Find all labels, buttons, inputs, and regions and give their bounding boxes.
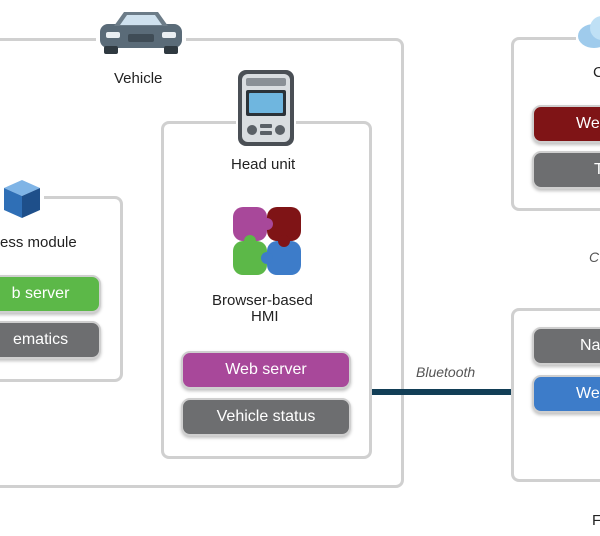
cloud-label: C xyxy=(593,64,600,81)
wireless-module-label: ess module xyxy=(0,234,77,251)
hmi-label-line1: Browser-based xyxy=(212,292,313,309)
module-cube-icon xyxy=(0,176,44,222)
cloud-item1-button[interactable]: We xyxy=(532,105,600,143)
vehicle-status-button[interactable]: Vehicle status xyxy=(181,398,351,436)
car-icon xyxy=(96,6,186,58)
vehicle-label: Vehicle xyxy=(114,70,163,87)
phone-item2-button[interactable]: We xyxy=(532,375,600,413)
wireless-telematics-button[interactable]: ematics xyxy=(0,321,101,359)
bluetooth-label: Bluetooth xyxy=(416,364,476,380)
puzzle-icon xyxy=(232,206,302,276)
bluetooth-link-line xyxy=(372,389,512,395)
wireless-web-server-button[interactable]: b server xyxy=(0,275,101,313)
right-connection-label: C xyxy=(589,249,600,265)
hmi-label-line2: HMI xyxy=(251,308,279,325)
bottom-right-label: F xyxy=(592,512,600,529)
cloud-item2-button[interactable]: T xyxy=(532,151,600,189)
head-unit-web-server-button[interactable]: Web server xyxy=(181,351,351,389)
cloud-icon xyxy=(576,14,600,52)
head-unit-icon xyxy=(236,68,296,148)
phone-item1-button[interactable]: Na xyxy=(532,327,600,365)
head-unit-label: Head unit xyxy=(231,156,296,173)
